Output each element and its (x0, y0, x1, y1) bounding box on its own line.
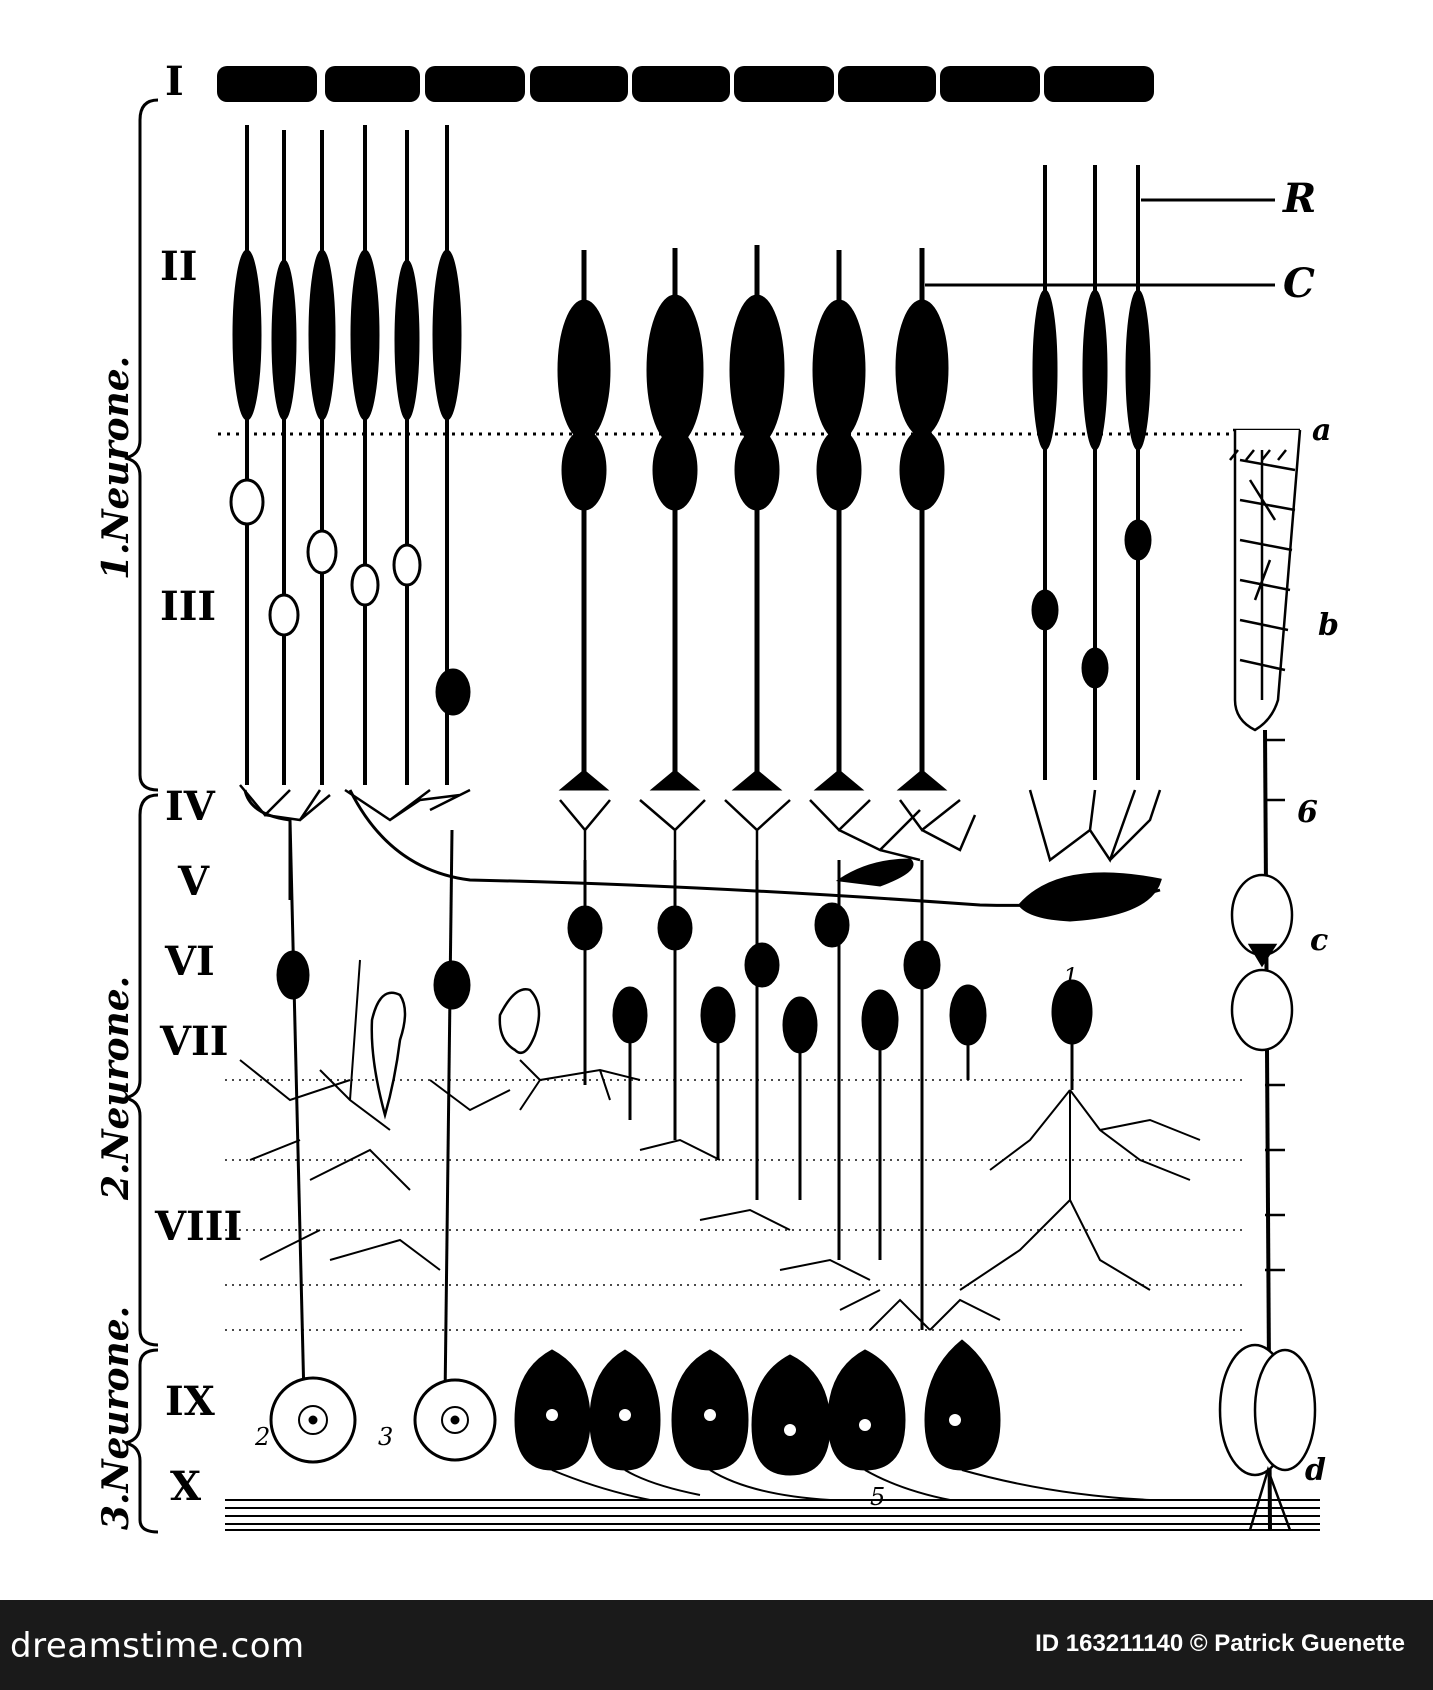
third-neurone-label: 3.Neurone. (95, 1306, 137, 1530)
footer-bar: dreamstime.com ID 163211140 © Patrick Gu… (0, 1600, 1433, 1690)
label-6: 6 (1297, 795, 1318, 830)
retina-layers-diagram: I II III IV V VI VII VIII IX X 1.Neurone… (95, 58, 1339, 1534)
second-neurone-label: 2.Neurone. (95, 976, 137, 1201)
layer-label-3: III (160, 583, 216, 630)
layer-label-7: VII (159, 1018, 228, 1065)
annotation-2: 2 (254, 1423, 270, 1451)
annotation-5: 5 (870, 1483, 885, 1511)
label-d: d (1305, 1453, 1326, 1488)
spongioblasts (370, 988, 541, 1120)
layer-label-5: V (177, 858, 210, 905)
image-credit: ID 163211140 © Patrick Guenette (1035, 1630, 1405, 1657)
label-R: R (1282, 175, 1316, 222)
label-a: a (1312, 413, 1331, 448)
layer-label-2: II (160, 243, 197, 290)
layer-label-9: IX (165, 1378, 215, 1425)
mueller-fiber (1218, 428, 1317, 1531)
label-C: C (1283, 260, 1315, 307)
outer-plexiform-dendrites (239, 784, 1162, 863)
rod-cells-left (229, 125, 471, 785)
layer-label-1: I (165, 58, 184, 105)
amacrine-cells (612, 979, 1093, 1260)
annotation-3: 3 (378, 1423, 393, 1451)
cone-cells (557, 245, 949, 791)
layer-label-8: VIII (154, 1203, 242, 1250)
nerve-fiber-layer (225, 1469, 1320, 1531)
first-neurone-label: 1.Neurone. (95, 356, 137, 580)
bipolar-cells (276, 819, 941, 1441)
pigment-epithelium (217, 66, 1154, 102)
rod-cells-right (1031, 165, 1152, 780)
layer-label-6: VI (164, 938, 215, 985)
inner-plexiform-lines (225, 1079, 1245, 1331)
dreamstime-logo[interactable]: dreamstime.com (10, 1626, 305, 1666)
label-c: c (1310, 923, 1328, 958)
inner-plexiform-branches (239, 959, 1201, 1331)
layer-label-10: X (170, 1463, 201, 1510)
neurone-braces (124, 98, 159, 1534)
layer-label-4: IV (165, 783, 216, 830)
label-b: b (1318, 608, 1339, 643)
annotation-1: 1 (1063, 963, 1078, 991)
horizontal-cells (243, 789, 1162, 922)
label-lines (925, 198, 1275, 287)
ganglion-cells (269, 1339, 1001, 1476)
